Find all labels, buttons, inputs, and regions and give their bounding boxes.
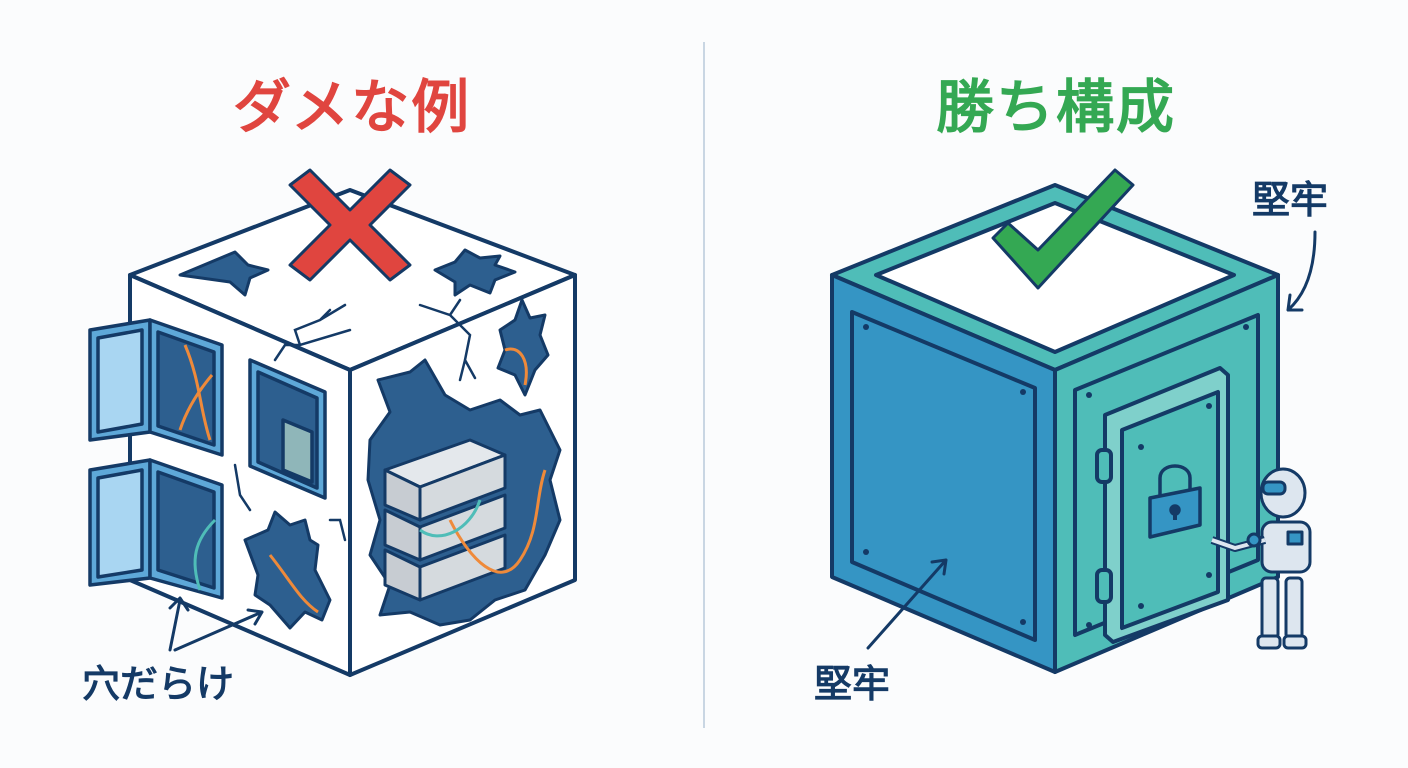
broken-cube-illustration [88, 168, 577, 677]
sturdy-annotation-label-top: 堅牢 [1252, 178, 1329, 222]
holes-annotation-label: 穴だらけ [82, 662, 235, 706]
top-hole-left [178, 250, 270, 297]
crack-left-lower [233, 463, 347, 542]
robot-icon [1210, 467, 1312, 650]
holes-annotation-arrows [168, 596, 264, 652]
right-face-hole-large [366, 358, 562, 627]
cross-icon [288, 168, 412, 282]
padlock-icon [1148, 464, 1202, 539]
crack-left-upper [273, 343, 302, 362]
bad-example-title: ダメな例 [232, 73, 472, 141]
panel-divider [703, 42, 705, 728]
top-hole-right [433, 248, 517, 297]
server-rack-icon [383, 438, 507, 602]
rivets [863, 324, 1249, 628]
arrow-top-right [1286, 230, 1317, 312]
arrow-bottom-left [866, 558, 948, 650]
open-window-lower [88, 458, 224, 600]
door-hinge-bottom [1095, 568, 1113, 604]
sturdy-annotation-arrows [866, 230, 1317, 650]
safe-left-panel [850, 310, 1037, 642]
open-window-upper [88, 318, 224, 457]
sturdy-annotation-label-bottom: 堅牢 [814, 662, 891, 706]
good-example-title: 勝ち構成 [935, 73, 1176, 141]
window-middle [248, 358, 327, 500]
left-face-hole [243, 510, 332, 630]
checkmark-icon [991, 168, 1135, 290]
safe-top-opening [874, 201, 1236, 354]
right-face-hole-small [496, 298, 550, 397]
safe-cube-illustration [830, 168, 1317, 674]
good-example-panel: 勝ち構成 [704, 0, 1408, 768]
bad-example-panel: ダメな例 [82, 73, 577, 706]
door-hinge-top [1095, 448, 1113, 484]
crack-right-upper [418, 298, 477, 382]
crack-top [293, 303, 352, 347]
